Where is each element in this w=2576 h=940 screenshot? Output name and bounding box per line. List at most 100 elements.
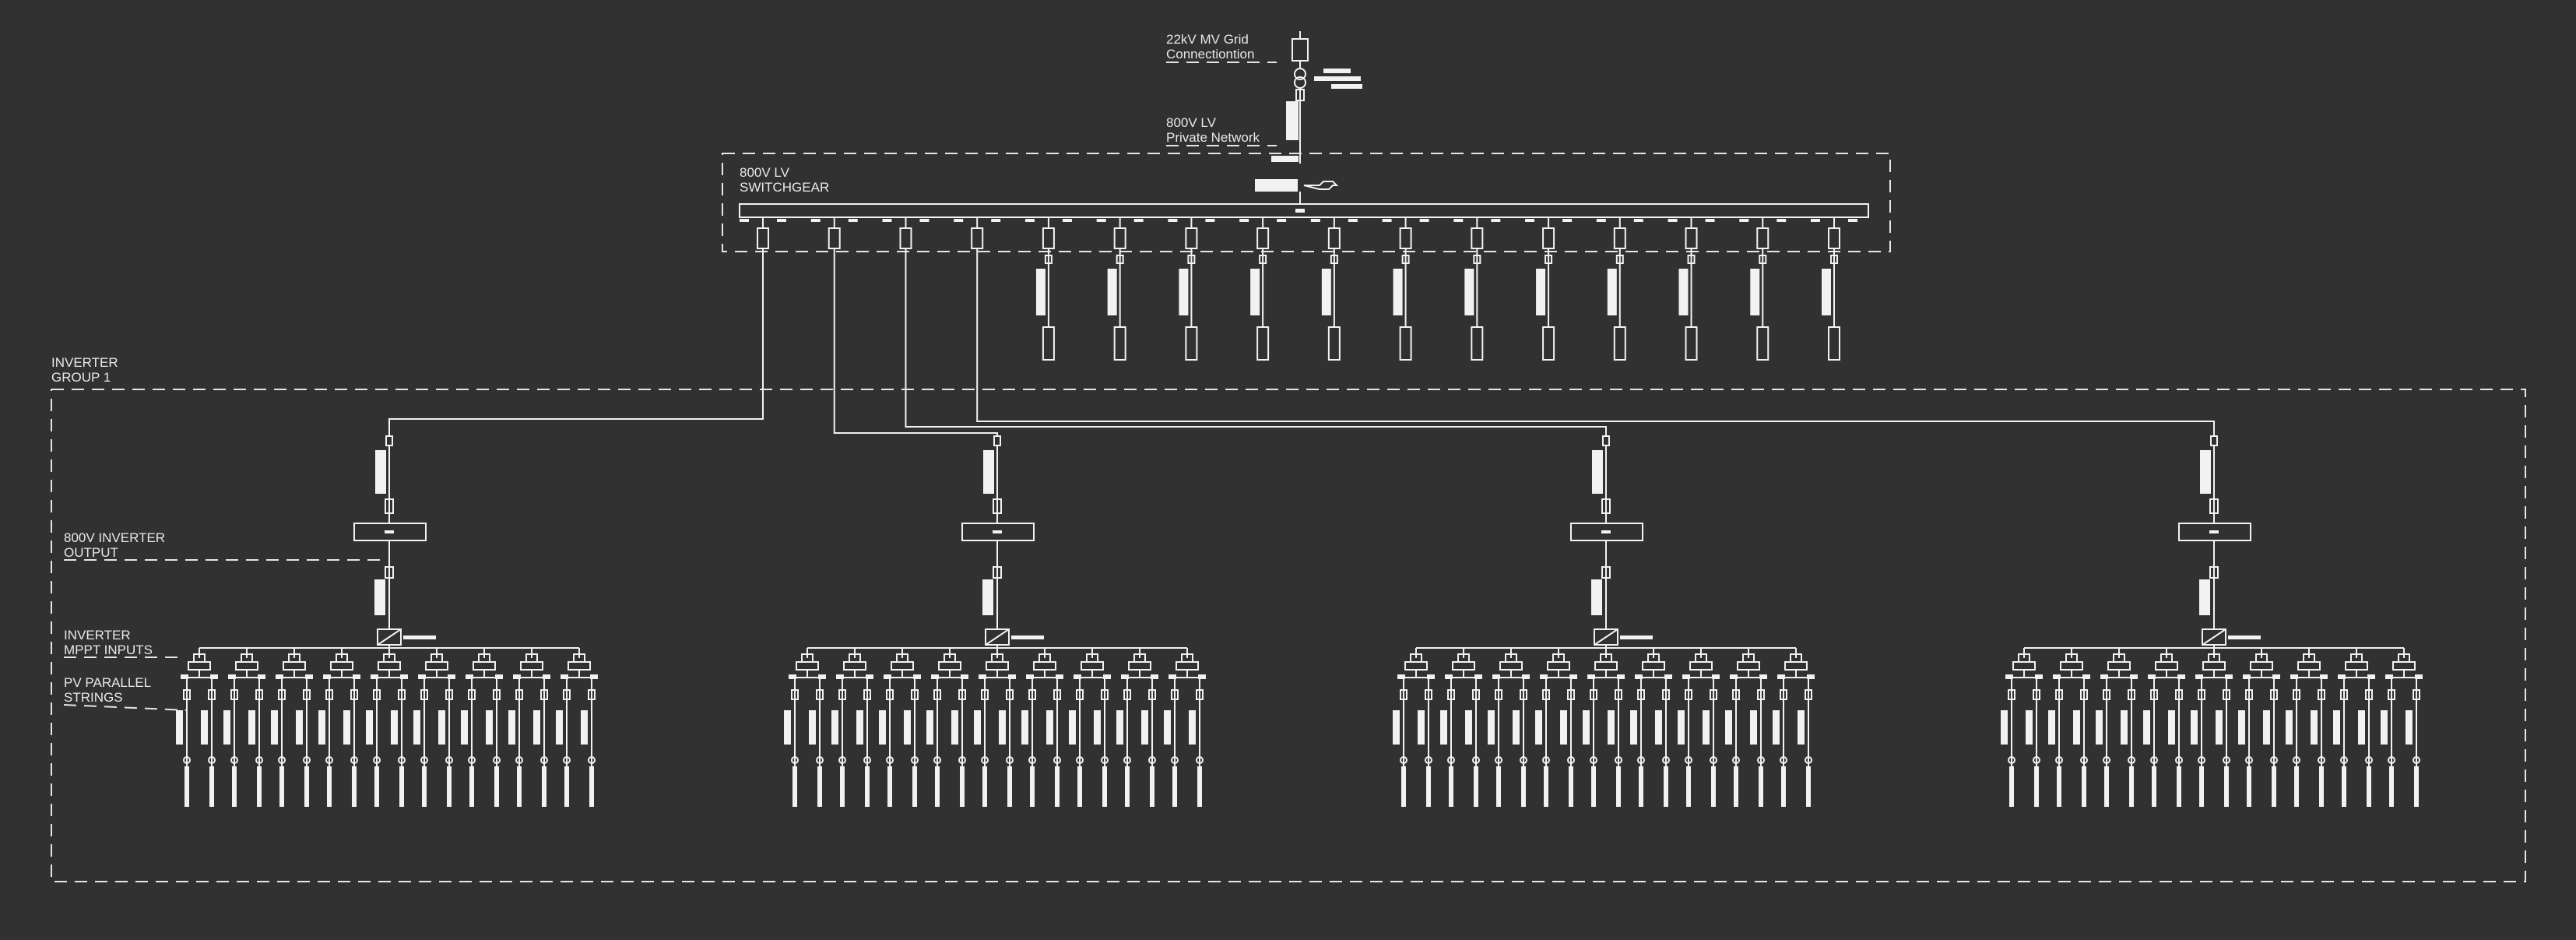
pv-module-string [2034,766,2039,807]
spare-feeder-terminal [1185,326,1198,361]
mppt-string-tap [2367,674,2375,679]
pv-string-breaker [296,710,303,745]
mppt-string-tap [371,674,378,679]
pv-string-fuse [1637,689,1645,700]
mppt-string-tap [418,674,426,679]
busbar-tap [1062,219,1072,222]
pv-module-string [887,766,892,807]
pv-string-fuse [540,689,548,700]
switchgear-feeder [1168,217,1215,361]
pv-string-connector [1171,756,1179,764]
pv-string-connector [255,756,263,764]
pv-string-breaker [1116,710,1123,745]
pv-string-connector [420,756,428,764]
pv-module-string [2294,766,2299,807]
pv-module-string [1664,766,1668,807]
switchgear-label-line1: 800V LV [740,165,790,180]
pv-string-fuse [1148,689,1156,700]
pv-string-breaker [926,710,933,745]
inverters [176,435,2423,807]
spare-feeder-terminal [1256,326,1270,361]
pv-module-string [2082,766,2086,807]
pv-string-breaker [1703,710,1710,745]
mppt-string-tap [1427,674,1435,679]
mppt-string-tap [2130,674,2138,679]
inverter-symbol-diagonal [1594,628,1618,646]
pv-string-fuse [2365,689,2373,700]
mppt-input [1116,648,1158,807]
pv-string [1189,678,1204,807]
inverter-output-label-line2: OUTPUT [64,545,118,560]
pv-strings-label-line2: STRINGS [64,690,123,705]
pv-string-fuse [1805,689,1812,700]
pv-module-string [589,766,594,807]
busbar-tap [1382,219,1392,222]
switchgear-label-line2: SWITCHGEAR [740,180,829,195]
pv-module-string [2057,766,2061,807]
mppt-input [831,648,873,807]
mppt-string-tap [1198,674,1206,679]
spare-feeder-terminal [1399,326,1412,361]
mppt-string-tap [513,674,521,679]
pv-string-breaker [2026,710,2033,745]
pv-string-breaker [856,710,863,745]
pv-string [1141,678,1156,807]
busbar-tap [1205,219,1215,222]
pv-module-string [960,766,965,807]
busbar-tap [1705,219,1715,222]
spare-feeder-breaker [1107,269,1117,315]
pv-module-string [817,766,822,807]
pv-string-fuse [515,689,523,700]
lv-breaker [1286,101,1299,140]
mppt-input [1021,648,1063,807]
pv-module-string [1474,766,1478,807]
spare-feeder-fuse [1259,255,1267,264]
pv-module-string [1639,766,1643,807]
mppt-string-tap [2385,674,2393,679]
pv-string-breaker [271,710,278,745]
pv-string-fuse [958,689,966,700]
mppt-string-tap [2177,674,2185,679]
mppt-string-tap [210,674,218,679]
mppt-label-line2: MPPT INPUTS [64,643,153,657]
spare-feeder-terminal [1685,326,1698,361]
spare-feeder-breaker [1750,269,1760,315]
mppt-string-tap [913,674,921,679]
pv-string [2358,678,2373,807]
busbar-tap [1310,219,1320,222]
pv-string-connector [1542,756,1550,764]
pv-string-connector [1076,756,1084,764]
pv-module-string [1759,766,1763,807]
pv-string-breaker [248,710,255,745]
pv-string [556,678,571,807]
pv-string-fuse [2128,689,2135,700]
pv-string-fuse [2223,689,2230,700]
inverter-earth-bar [2228,635,2261,639]
busbar-tap [1239,219,1249,222]
pv-string-breaker [1725,710,1732,745]
mppt-string-tap [495,674,503,679]
mppt-input [1678,648,1720,807]
inverter-unit [784,435,1206,807]
pv-string [438,678,453,807]
pv-string [533,678,548,807]
feeder-to-inverter-links [388,248,2215,436]
feeder-to-inverter-cable [905,248,1607,436]
pv-string [2381,678,2395,807]
mppt-string-tap [1777,674,1785,679]
pv-string-connector [791,756,799,764]
pv-string [461,678,476,807]
pv-string-fuse [1400,689,1407,700]
mppt-string-tap [1492,674,1500,679]
pv-string-connector [183,756,191,764]
pv-string-connector [2198,756,2205,764]
mppt-string-tap [1121,674,1129,679]
pv-module-string [2342,766,2346,807]
spare-feeder-fuse [1830,255,1838,264]
lv-network-label-line1: 800V LV [1166,115,1217,130]
pv-string [1164,678,1179,807]
inverter-dc-fuse [993,566,1002,579]
busbar-tap [810,219,821,222]
spare-feeder-terminal [1471,326,1484,361]
pv-string-breaker [176,710,183,745]
